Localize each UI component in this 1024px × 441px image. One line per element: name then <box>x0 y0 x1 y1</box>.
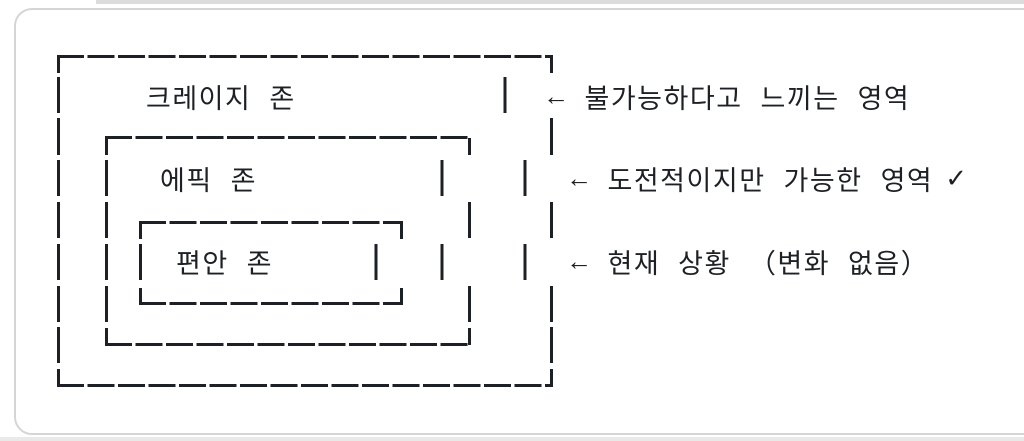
annotation-text: 현재 상황 （변화 없음） <box>607 248 930 279</box>
page-background-bottom <box>0 437 1024 441</box>
annotation-text: 도전적이지만 가능한 영역 <box>607 165 934 196</box>
epic-zone-corners <box>105 138 471 345</box>
crazy-zone-label: 크레이지 존 <box>146 83 296 114</box>
comfort-zone-corners <box>139 223 403 304</box>
comfort-zone-box <box>139 221 403 305</box>
top-divider <box>96 0 1024 4</box>
annotation-text: 불가능하다고 느끼는 영역 <box>584 83 911 114</box>
left-arrow-icon: ← <box>566 245 594 276</box>
left-arrow-icon: ← <box>566 162 594 193</box>
left-arrow-icon: ← <box>543 80 571 111</box>
annotation-challenging-area: ← 도전적이지만 가능한 영역 ✓ <box>566 158 969 198</box>
epic-zone-box <box>105 136 471 346</box>
crazy-zone-corners <box>57 56 553 386</box>
check-icon: ✓ <box>945 162 969 193</box>
crazy-zone-right-pipes-offset <box>503 77 527 280</box>
annotation-impossible-area: ← 불가능하다고 느끼는 영역 <box>543 76 910 116</box>
epic-zone-label: 에픽 존 <box>160 165 258 196</box>
crazy-zone-box <box>57 55 553 387</box>
comfort-zone-label: 편안 존 <box>176 248 274 279</box>
annotation-current-situation: ← 현재 상황 （변화 없음） <box>566 241 929 281</box>
